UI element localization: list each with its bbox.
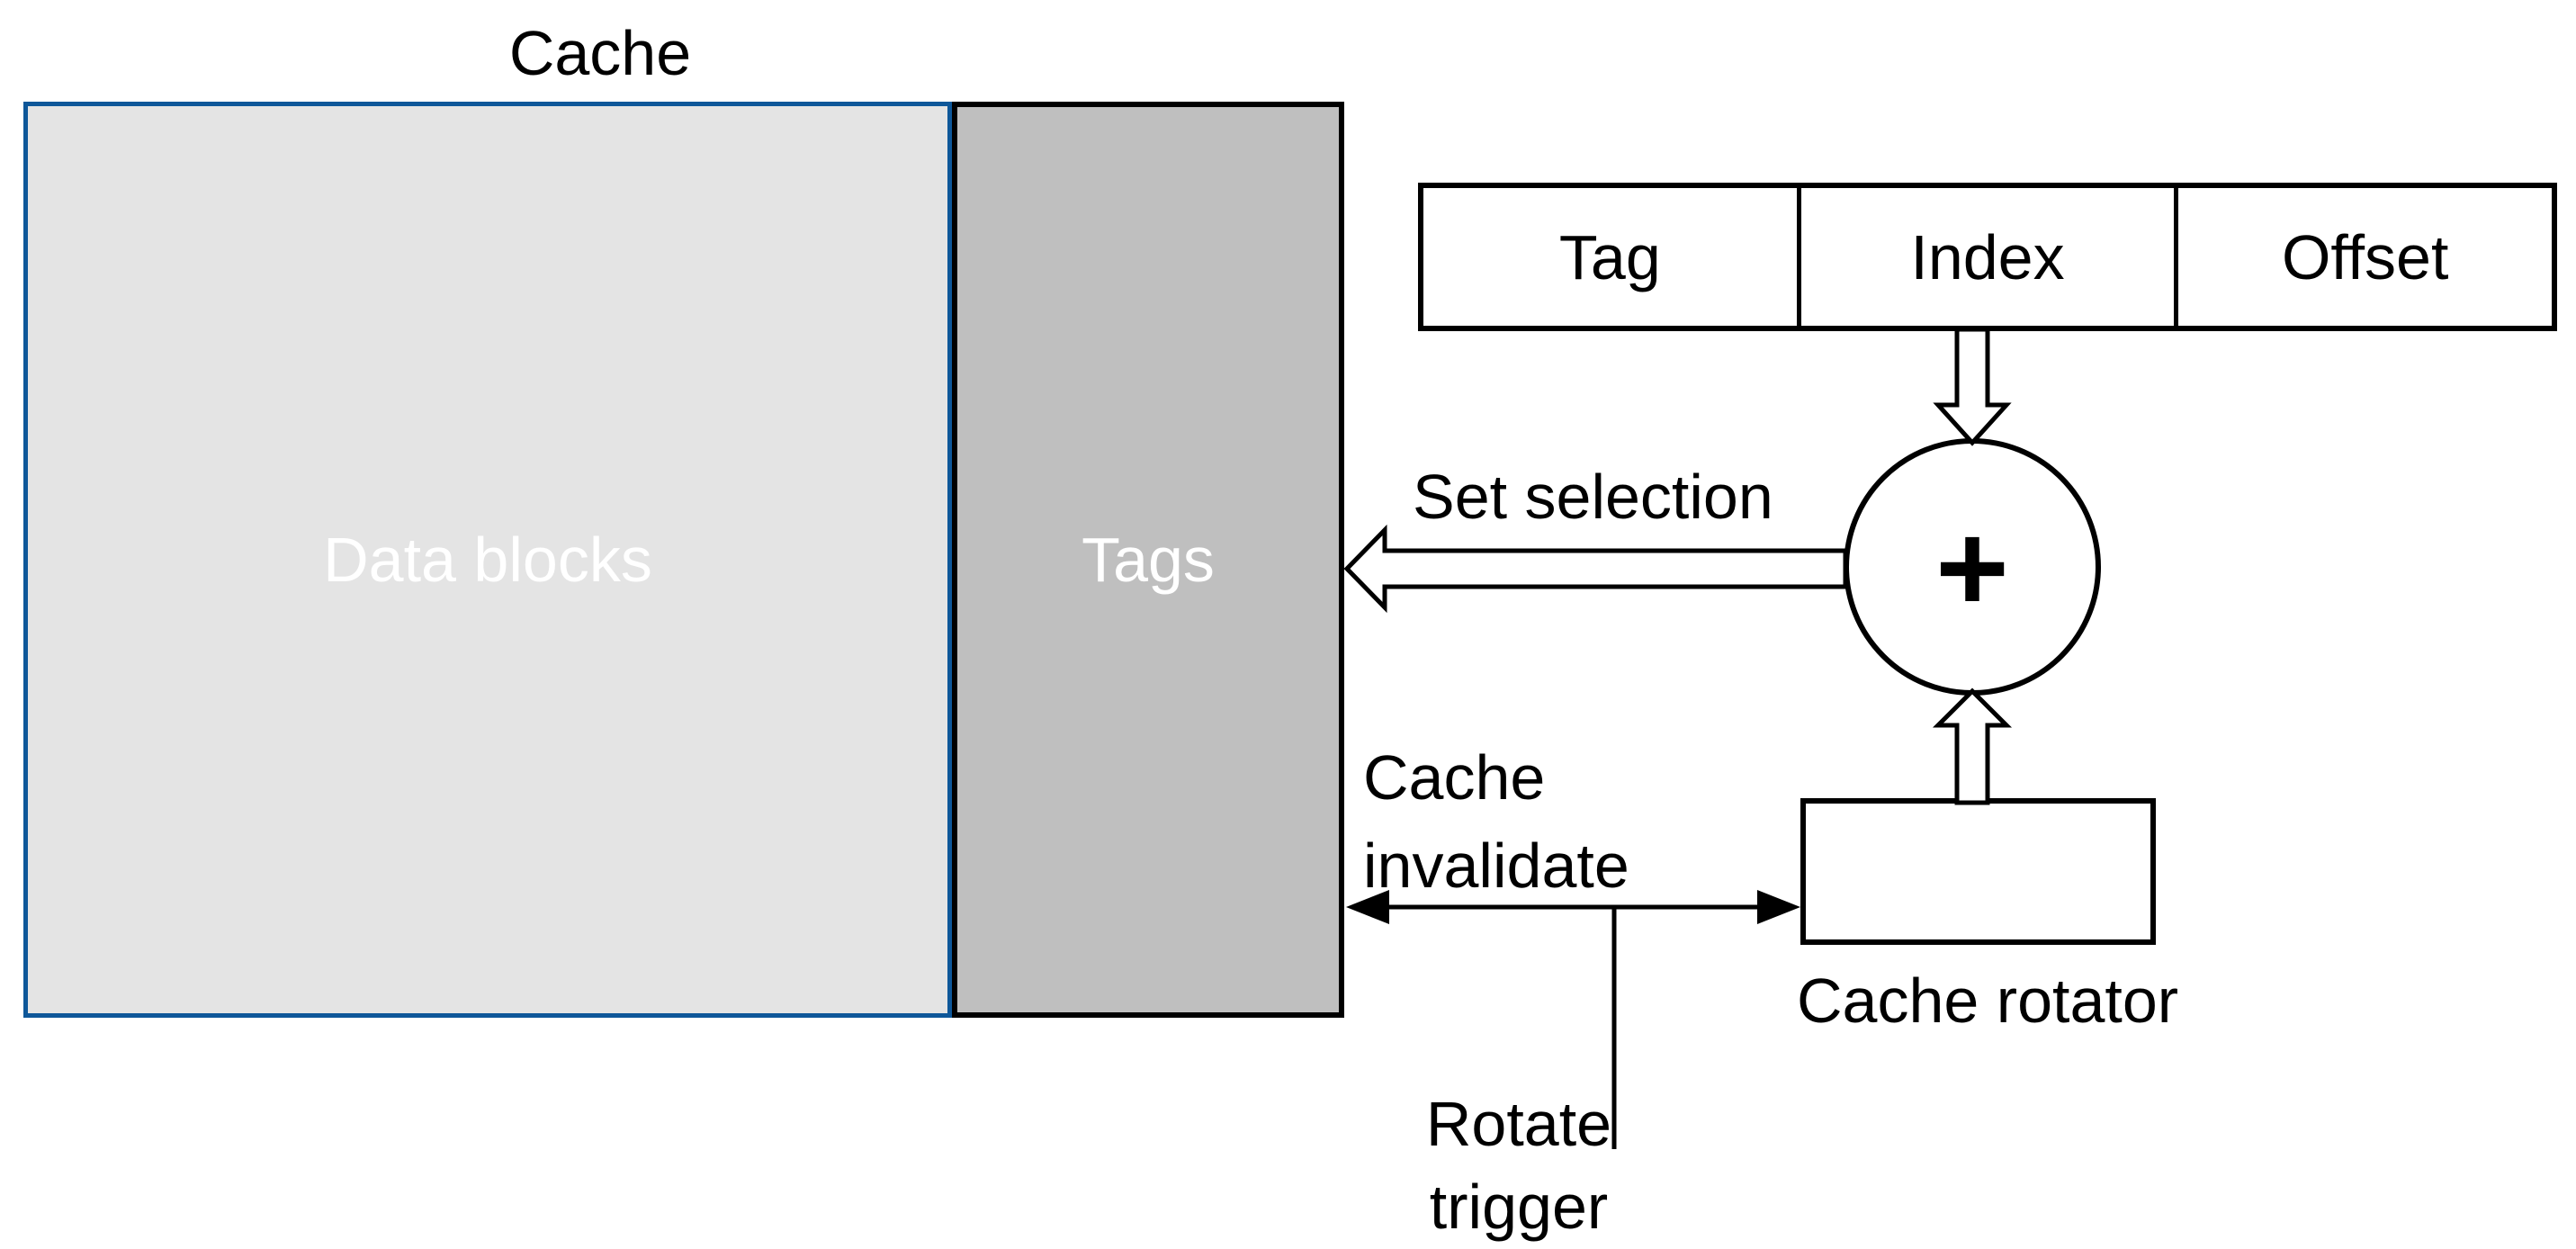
address-field-bar: Tag Index Offset — [1418, 183, 2557, 331]
cache-invalidate-arrowhead-right — [1757, 890, 1800, 924]
tags-label: Tags — [1082, 525, 1215, 595]
plus-icon: + — [1935, 496, 2009, 638]
diagram-title: Cache — [508, 18, 692, 88]
address-field-offset: Offset — [2281, 221, 2449, 292]
tags-box: Tags — [952, 102, 1344, 1018]
rotator-to-adder-arrow — [1932, 687, 2013, 805]
index-to-adder-arrow — [1933, 327, 2012, 446]
set-selection-label: Set selection — [1413, 462, 1773, 532]
set-selection-arrow — [1343, 524, 1848, 614]
address-field-tag: Tag — [1423, 188, 1801, 326]
data-blocks-box: Data blocks — [23, 102, 952, 1018]
rotate-trigger-line1: Rotate — [1425, 1089, 1612, 1159]
cache-rotator-label: Cache rotator — [1797, 966, 2179, 1036]
rotate-trigger-label: Rotate trigger — [1384, 1083, 1654, 1248]
address-field-index: Index — [1801, 188, 2179, 326]
cache-invalidate-line1: Cache — [1363, 742, 1546, 813]
rotate-trigger-line2: trigger — [1429, 1172, 1609, 1242]
cache-invalidate-label: Cache invalidate — [1363, 733, 1629, 910]
cache-rotator-box — [1800, 798, 2156, 945]
data-blocks-label: Data blocks — [323, 525, 652, 595]
cache-invalidate-line2: invalidate — [1363, 831, 1629, 901]
